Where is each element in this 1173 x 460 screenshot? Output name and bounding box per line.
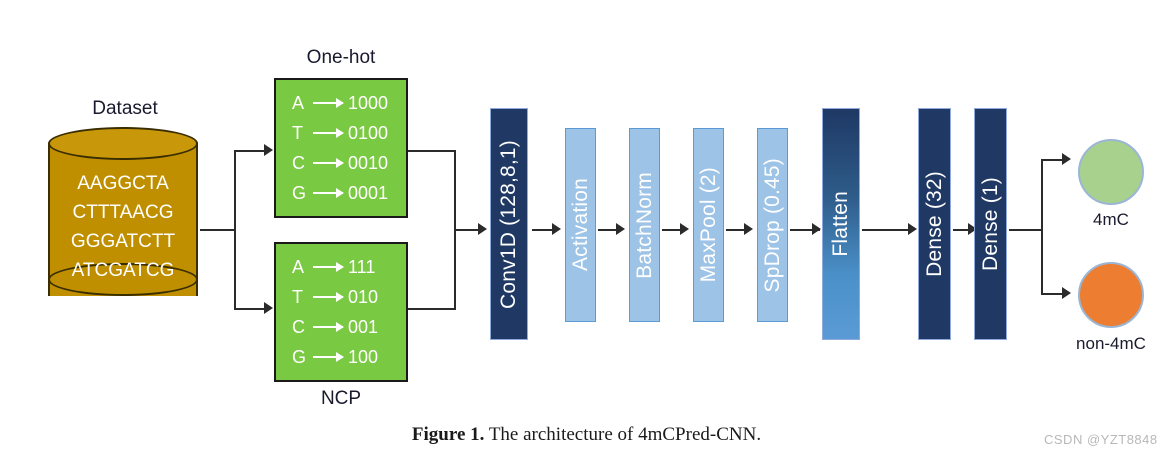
connector-dense32-to-dense1 bbox=[953, 229, 975, 231]
layer-maxpool[interactable]: MaxPool (2) bbox=[693, 128, 724, 322]
arrowhead-to-conv1d bbox=[478, 223, 487, 235]
arrowhead-flatten bbox=[812, 223, 821, 235]
layer-label: SpDrop (0.45) bbox=[760, 157, 784, 293]
cylinder-bottom-ellipse bbox=[48, 263, 198, 296]
connector-to-onehot bbox=[234, 150, 266, 152]
arrowhead-activation bbox=[552, 223, 561, 235]
arrowhead-spdrop bbox=[744, 223, 753, 235]
encoding-row: C 001 bbox=[292, 312, 406, 342]
connector-activation-to-batchnorm bbox=[598, 229, 620, 231]
encoding-row: A 1000 bbox=[292, 88, 406, 118]
layer-activation[interactable]: Activation bbox=[565, 128, 596, 322]
layer-batchnorm[interactable]: BatchNorm bbox=[629, 128, 660, 322]
maps-to-arrow-icon bbox=[313, 188, 344, 198]
output-circle-4mc[interactable] bbox=[1078, 139, 1144, 205]
connector-merge-to-conv bbox=[454, 229, 484, 231]
dataset-cylinder: AAGGCTA CTTTAACG GGGATCTT ATCGATCG bbox=[48, 127, 198, 312]
ncp-encoding-box: A 111 T 010 C 001 G 100 bbox=[274, 242, 408, 382]
encoding-row: C 0010 bbox=[292, 148, 406, 178]
base-letter: C bbox=[292, 152, 305, 173]
encoding-code: 0010 bbox=[348, 152, 389, 173]
encoding-row: A 111 bbox=[292, 252, 406, 282]
encoding-code: 001 bbox=[348, 316, 379, 337]
maps-to-arrow-icon bbox=[313, 292, 344, 302]
dataset-label: Dataset bbox=[92, 98, 158, 119]
sequence-item: ATCGATCG bbox=[71, 260, 175, 281]
connector-to-4mc bbox=[1041, 159, 1067, 161]
sequence-item: AAGGCTA bbox=[77, 173, 169, 194]
base-letter: A bbox=[292, 256, 305, 277]
figure-caption: Figure 1. The architecture of 4mCPred-CN… bbox=[0, 424, 1173, 446]
connector-split-vertical bbox=[234, 150, 236, 310]
cylinder-top-ellipse bbox=[48, 127, 198, 160]
base-letter: G bbox=[292, 182, 307, 203]
layer-flatten[interactable]: Flatten bbox=[822, 108, 860, 340]
layer-label: BatchNorm bbox=[632, 171, 656, 279]
connector-onehot-out bbox=[408, 150, 456, 152]
output-circle-non-4mc[interactable] bbox=[1078, 262, 1144, 328]
connector-batchnorm-to-maxpool bbox=[662, 229, 684, 231]
connector-flatten-to-dense32 bbox=[862, 229, 914, 231]
ncp-label: NCP bbox=[320, 388, 362, 409]
layer-label: Conv1D (128,8,1) bbox=[497, 139, 520, 309]
encoding-row: T 010 bbox=[292, 282, 406, 312]
connector-to-non4mc bbox=[1041, 293, 1067, 295]
connector-spdrop-to-flatten bbox=[790, 229, 820, 231]
base-letter: G bbox=[292, 346, 307, 367]
sequence-item: CTTTAACG bbox=[72, 202, 174, 223]
connector-dataset-out bbox=[200, 229, 236, 231]
layer-label: Flatten bbox=[829, 191, 852, 257]
layer-dense-1[interactable]: Dense (1) bbox=[974, 108, 1007, 340]
onehot-encoding-box: A 1000 T 0100 C 0010 G 0001 bbox=[274, 78, 408, 218]
layer-conv1d[interactable]: Conv1D (128,8,1) bbox=[490, 108, 528, 340]
encoding-code: 010 bbox=[348, 286, 379, 307]
arrowhead-to-ncp bbox=[264, 302, 273, 314]
connector-conv-to-activation bbox=[532, 229, 556, 231]
encoding-row: G 100 bbox=[292, 342, 406, 372]
arrowhead-to-onehot bbox=[264, 144, 273, 156]
maps-to-arrow-icon bbox=[313, 128, 344, 138]
encoding-code: 111 bbox=[348, 256, 376, 277]
onehot-label: One-hot bbox=[306, 47, 376, 68]
maps-to-arrow-icon bbox=[313, 158, 344, 168]
layer-spdrop[interactable]: SpDrop (0.45) bbox=[757, 128, 788, 322]
arrowhead-to-non4mc bbox=[1062, 287, 1071, 299]
encoding-code: 100 bbox=[348, 346, 379, 367]
arrowhead-batchnorm bbox=[616, 223, 625, 235]
encoding-code: 0100 bbox=[348, 122, 389, 143]
base-letter: T bbox=[292, 286, 303, 307]
layer-label: Dense (1) bbox=[978, 176, 1002, 271]
encoding-code: 1000 bbox=[348, 92, 389, 113]
output-label-non-4mc: non-4mC bbox=[1076, 334, 1146, 353]
base-letter: C bbox=[292, 316, 305, 337]
arrowhead-dense1 bbox=[968, 223, 977, 235]
dataset-sequence-list: AAGGCTA CTTTAACG GGGATCTT ATCGATCG bbox=[48, 169, 198, 285]
arrowhead-dense32 bbox=[908, 223, 917, 235]
connector-ncp-out bbox=[408, 308, 456, 310]
watermark: CSDN @YZT8848 bbox=[1044, 432, 1158, 447]
base-letter: T bbox=[292, 122, 303, 143]
maps-to-arrow-icon bbox=[313, 98, 344, 108]
figure-caption-number: Figure 1. bbox=[411, 424, 485, 445]
connector-maxpool-to-spdrop bbox=[726, 229, 748, 231]
connector-dense1-out bbox=[1009, 229, 1043, 231]
layer-label: Activation bbox=[568, 178, 592, 272]
output-label-4mc: 4mC bbox=[1093, 210, 1129, 229]
connector-to-ncp bbox=[234, 308, 266, 310]
sequence-item: GGGATCTT bbox=[70, 231, 176, 252]
layer-dense-32[interactable]: Dense (32) bbox=[918, 108, 951, 340]
arrowhead-maxpool bbox=[680, 223, 689, 235]
encoding-row: T 0100 bbox=[292, 118, 406, 148]
layer-label: MaxPool (2) bbox=[696, 167, 720, 283]
layer-label: Dense (32) bbox=[922, 171, 946, 277]
arrowhead-to-4mc bbox=[1062, 153, 1071, 165]
base-letter: A bbox=[292, 92, 305, 113]
maps-to-arrow-icon bbox=[313, 322, 344, 332]
encoding-row: G 0001 bbox=[292, 178, 406, 208]
maps-to-arrow-icon bbox=[313, 262, 344, 272]
connector-output-split-vertical bbox=[1041, 159, 1043, 295]
encoding-code: 0001 bbox=[348, 182, 389, 203]
figure-caption-text: The architecture of 4mCPred-CNN. bbox=[488, 424, 762, 445]
maps-to-arrow-icon bbox=[313, 352, 344, 362]
